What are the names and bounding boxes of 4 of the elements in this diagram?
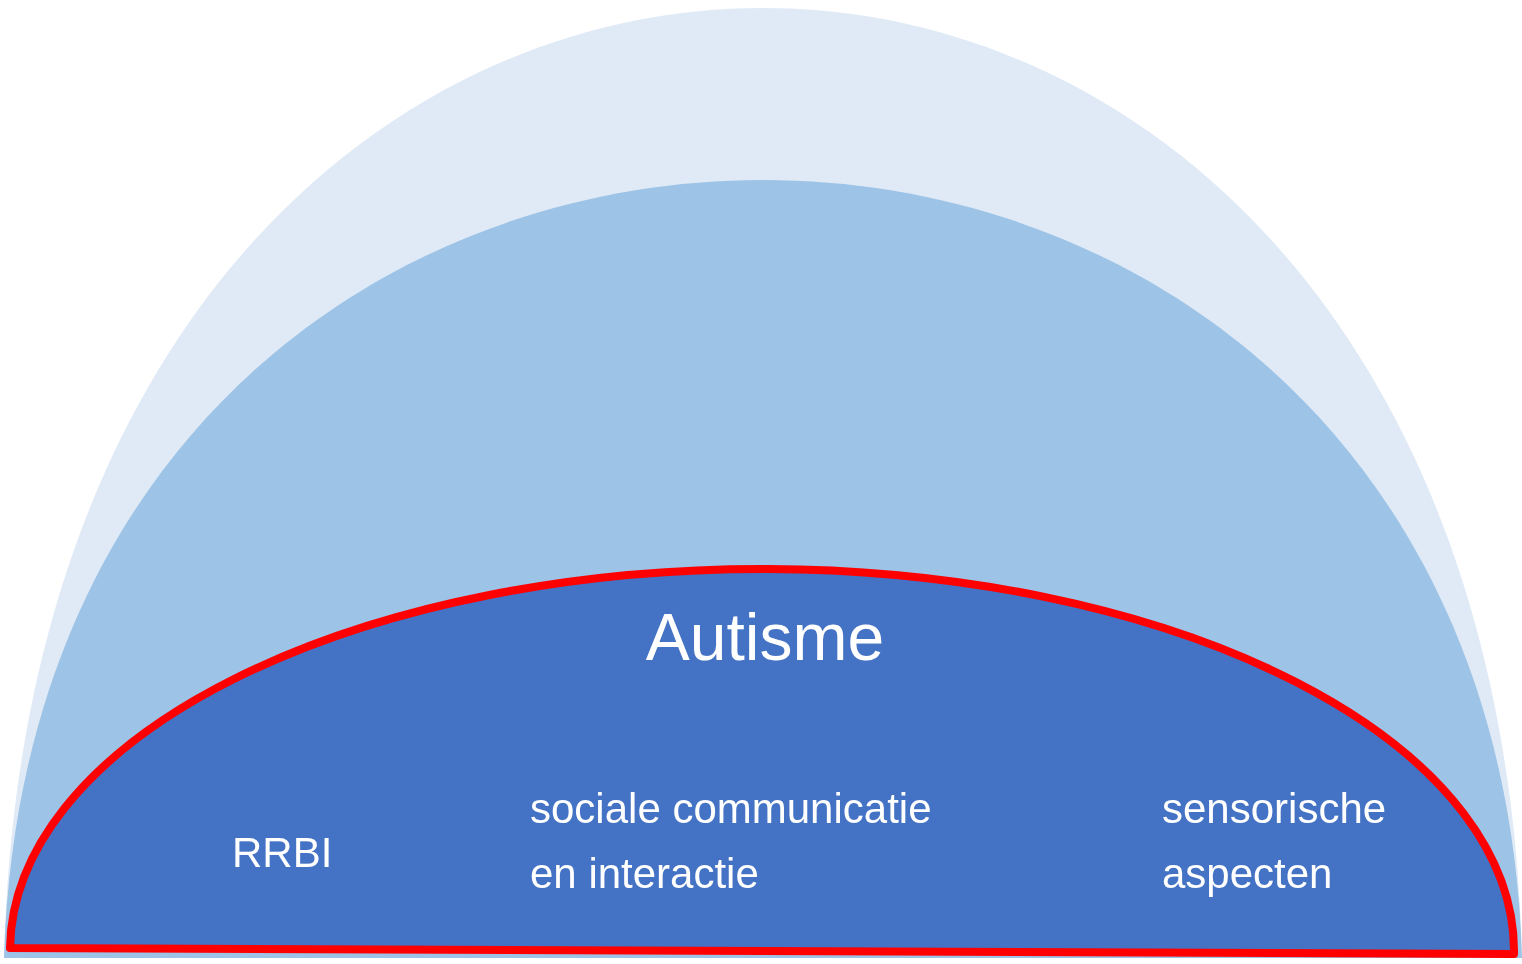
dome-label: sensorische aspecten bbox=[1162, 784, 1388, 900]
dome-title: Autisme bbox=[644, 599, 886, 676]
dome-label: RRBI bbox=[232, 828, 334, 878]
dome-label: sociale communicatie en interactie bbox=[530, 784, 933, 900]
